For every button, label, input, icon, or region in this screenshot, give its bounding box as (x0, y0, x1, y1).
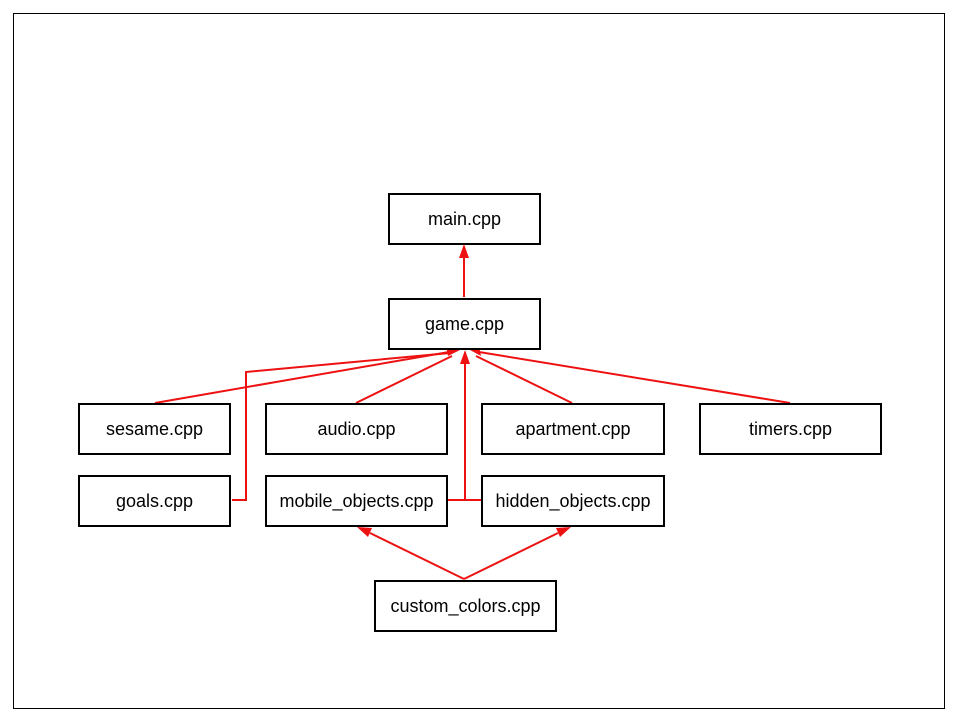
node-sesame[interactable]: sesame.cpp (78, 403, 231, 455)
node-apartment[interactable]: apartment.cpp (481, 403, 665, 455)
arrowhead-mobile-objects (357, 527, 372, 537)
node-main[interactable]: main.cpp (388, 193, 541, 245)
arrowhead-game-center (460, 350, 470, 364)
node-game[interactable]: game.cpp (388, 298, 541, 350)
node-goals[interactable]: goals.cpp (78, 475, 231, 527)
diagram-frame (13, 13, 945, 709)
edge-goals-to-game (232, 352, 451, 501)
arrowhead-hidden-objects (556, 527, 571, 537)
arrowhead-main (459, 244, 469, 258)
node-timers[interactable]: timers.cpp (699, 403, 882, 455)
node-hidden-objects[interactable]: hidden_objects.cpp (481, 475, 665, 527)
edge-custom-colors-to-hidden-objects (463, 532, 559, 580)
edge-sesame-to-game (154, 351, 450, 404)
edge-apartment-to-game (475, 355, 573, 404)
node-audio[interactable]: audio.cpp (265, 403, 448, 455)
edge-custom-colors-to-mobile-objects (369, 532, 465, 580)
edge-audio-to-game (355, 355, 453, 404)
node-mobile-objects[interactable]: mobile_objects.cpp (265, 475, 448, 527)
edge-mobile-objects-to-game (447, 364, 466, 501)
edge-timers-to-game (478, 351, 791, 404)
node-custom-colors[interactable]: custom_colors.cpp (374, 580, 557, 632)
